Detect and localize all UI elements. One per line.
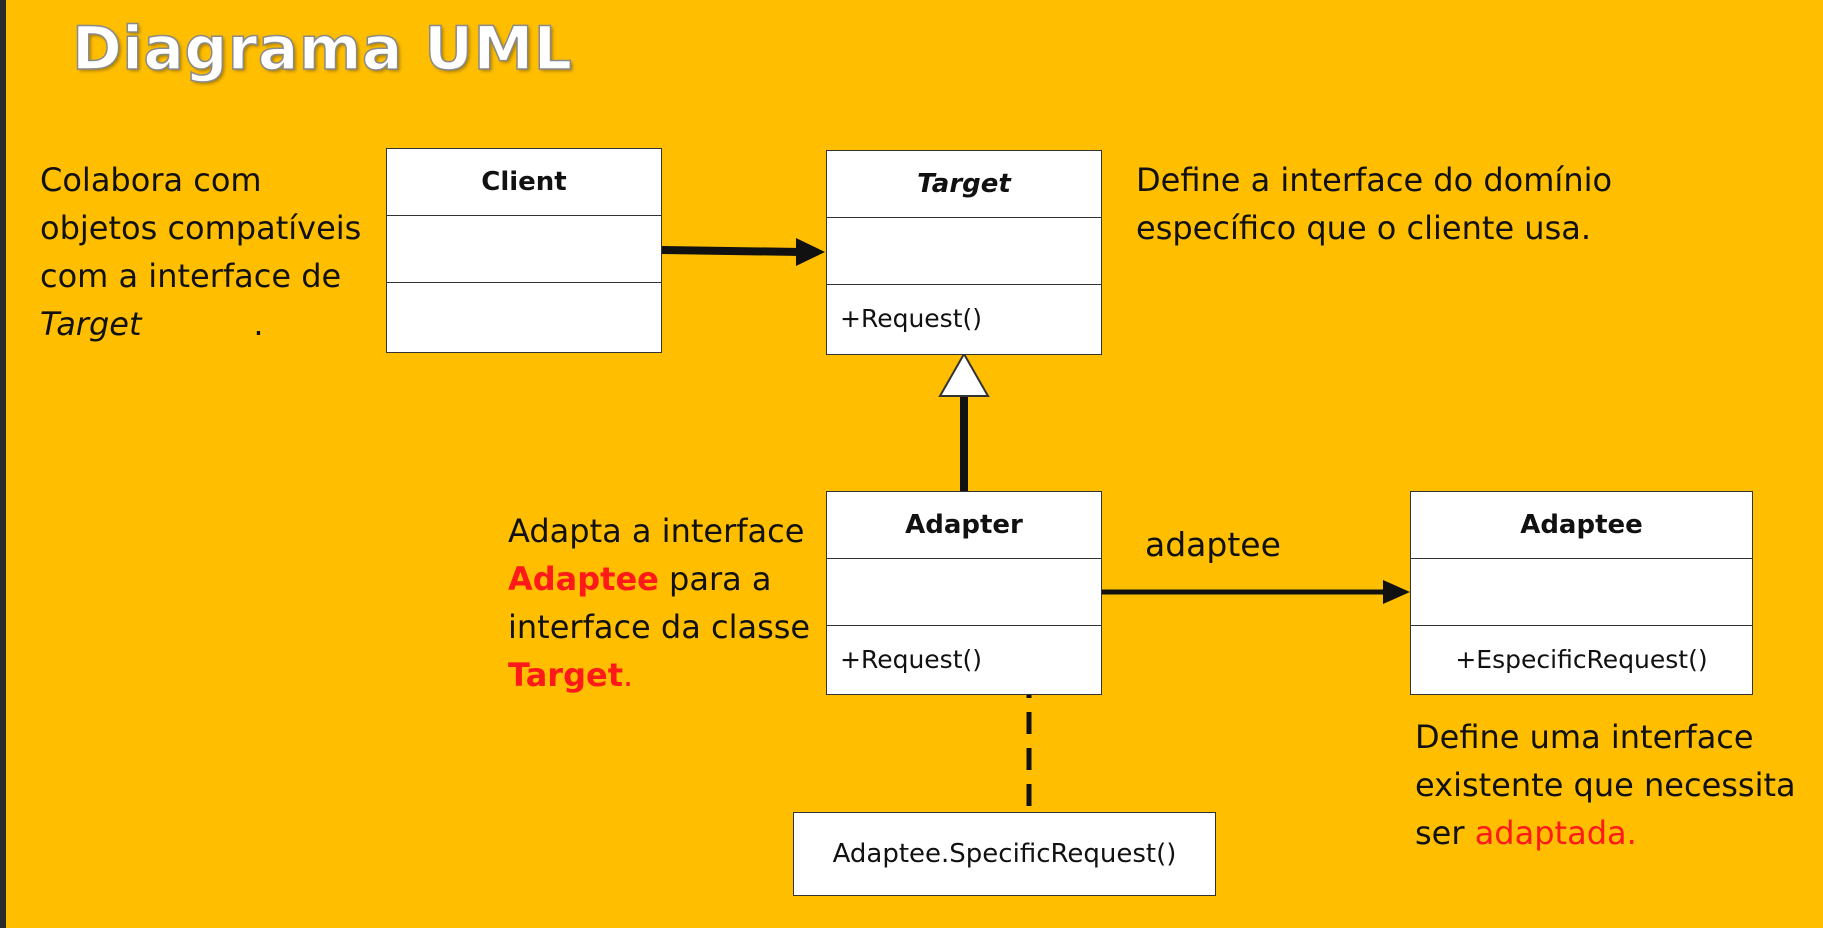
slide-left-edge <box>0 0 6 928</box>
class-adaptee-name: Adaptee <box>1411 492 1752 559</box>
class-target-name: Target <box>827 151 1101 218</box>
client-description-line1: Colabora com <box>40 161 262 199</box>
client-description-target: Target <box>40 305 142 343</box>
client-description-period: . <box>141 305 264 343</box>
class-adapter-operation: +Request() <box>840 645 983 674</box>
implementation-note: Adaptee.SpecificRequest() <box>793 812 1216 896</box>
target-description-line1: Define a interface do domínio <box>1136 161 1613 199</box>
client-description-line2: objetos compatíveis <box>40 209 362 247</box>
target-description: Define a interface do domínio específico… <box>1136 156 1612 252</box>
adaptee-description-line2: existente que necessita <box>1415 766 1796 804</box>
client-target-arrowhead <box>796 238 825 266</box>
class-adapter-attributes <box>827 559 1101 626</box>
adapter-description-line2-rest: para a <box>658 560 772 598</box>
adapter-description: Adapta a interface Adaptee para a interf… <box>508 507 810 699</box>
class-target-attributes <box>827 218 1101 285</box>
association-label: adaptee <box>1145 525 1281 564</box>
adaptee-description-prefix: ser <box>1415 814 1475 852</box>
adapter-description-adaptee: Adaptee <box>508 560 659 598</box>
class-adaptee[interactable]: Adaptee +EspecificRequest() <box>1410 491 1753 695</box>
class-client-attributes <box>387 216 661 283</box>
adapter-description-period: . <box>622 656 634 694</box>
class-target[interactable]: Target +Request() <box>826 150 1102 355</box>
slide-title: Diagrama UML <box>71 13 573 85</box>
adaptee-description-adaptada: adaptada. <box>1474 814 1637 852</box>
adapter-description-target: Target <box>508 656 623 694</box>
class-target-operation: +Request() <box>840 304 983 333</box>
client-description: Colabora com objetos compatíveis com a i… <box>40 156 361 348</box>
client-description-line3: com a interface de <box>40 257 342 295</box>
adapter-description-line1: Adapta a interface <box>508 512 805 550</box>
target-description-line2: específico que o cliente usa. <box>1136 209 1592 247</box>
class-client[interactable]: Client <box>386 148 662 353</box>
adaptee-description-line1: Define uma interface <box>1415 718 1754 756</box>
adaptee-description-line3: ser adaptada. <box>1415 809 1796 857</box>
class-adapter-name: Adapter <box>827 492 1101 559</box>
adapter-description-line4: Target. <box>508 651 810 699</box>
adapter-description-line2: Adaptee para a <box>508 555 810 603</box>
client-description-line4: Target . <box>40 300 361 348</box>
adapter-adaptee-arrowhead <box>1383 580 1410 604</box>
class-adaptee-attributes <box>1411 559 1752 626</box>
adaptee-description: Define uma interface existente que neces… <box>1415 713 1796 857</box>
client-target-association <box>661 246 803 256</box>
class-client-operations <box>387 283 661 350</box>
class-adapter[interactable]: Adapter +Request() <box>826 491 1102 695</box>
class-adaptee-operation: +EspecificRequest() <box>1455 645 1708 674</box>
adapter-description-line3: interface da classe <box>508 608 811 646</box>
class-client-name: Client <box>387 149 661 216</box>
generalization-triangle <box>938 351 990 397</box>
